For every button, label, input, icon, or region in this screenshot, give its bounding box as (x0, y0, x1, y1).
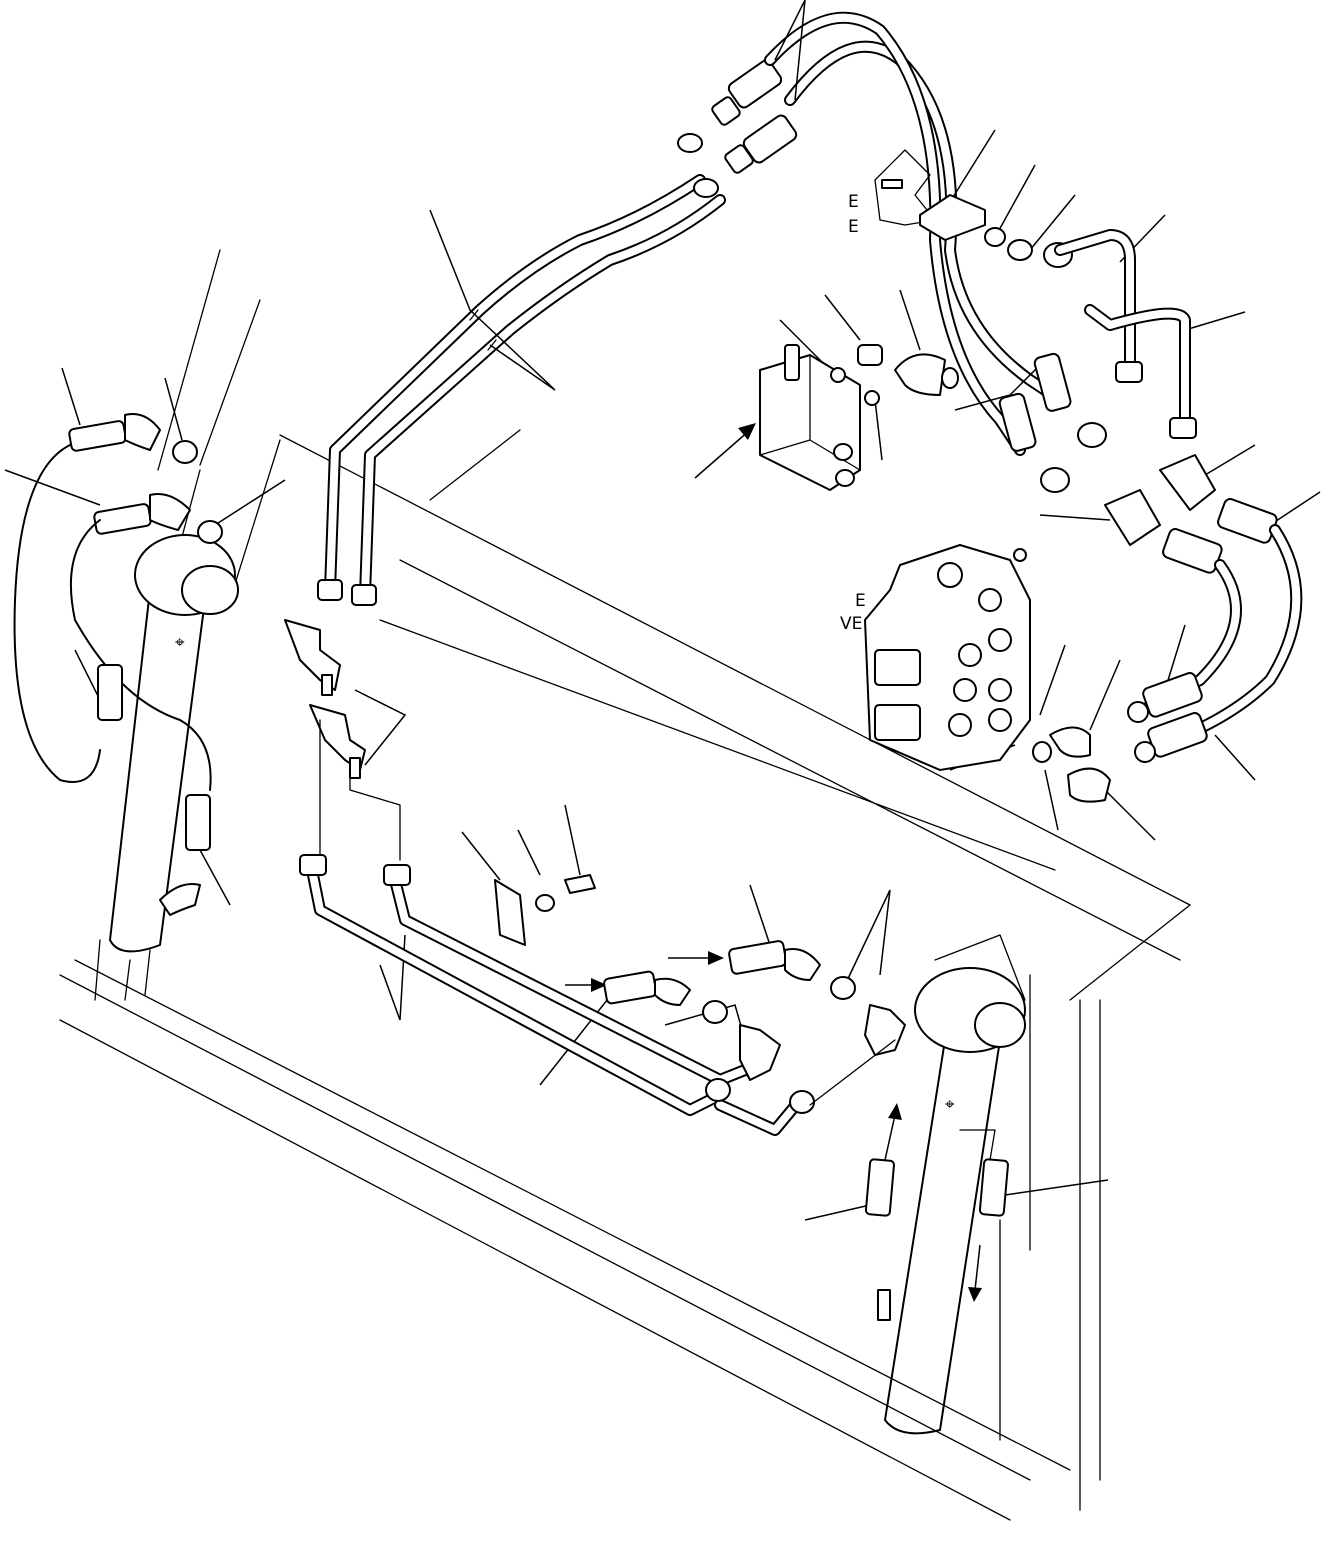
left-hose-assembly (13, 413, 223, 916)
left-tee-fittings (284, 579, 401, 861)
main-pipe-pair (324, 174, 726, 601)
right-cylinder-hoses (809, 1039, 1009, 1217)
right-lift-cylinder: ⌖ (877, 934, 1026, 1435)
valve-fragment-label-1: E (855, 591, 866, 611)
upper-long-hoses (764, 11, 1066, 456)
fragment-label-top: E (848, 192, 859, 212)
left-lift-cylinder: ⌖ (94, 534, 239, 1001)
frame-structure (59, 249, 1191, 1521)
cylinder-mark: ⌖ (945, 1095, 955, 1115)
lower-fittings (494, 874, 906, 1081)
valve-fragment-label-2: VE (840, 614, 862, 634)
cylinder-mark: ⌖ (175, 633, 185, 653)
upper-hose-couplings (677, 59, 798, 198)
right-hose-assembly (998, 352, 1303, 763)
upper-clamp-bracket: E E (848, 149, 1073, 268)
relief-valve-block (759, 344, 959, 491)
main-control-valve: E VE (840, 544, 1111, 803)
direction-arrows (565, 423, 982, 1302)
right-rigid-pipes (1054, 229, 1197, 439)
lower-pipe-pair (299, 854, 815, 1136)
fragment-label-mid: E (848, 217, 859, 237)
